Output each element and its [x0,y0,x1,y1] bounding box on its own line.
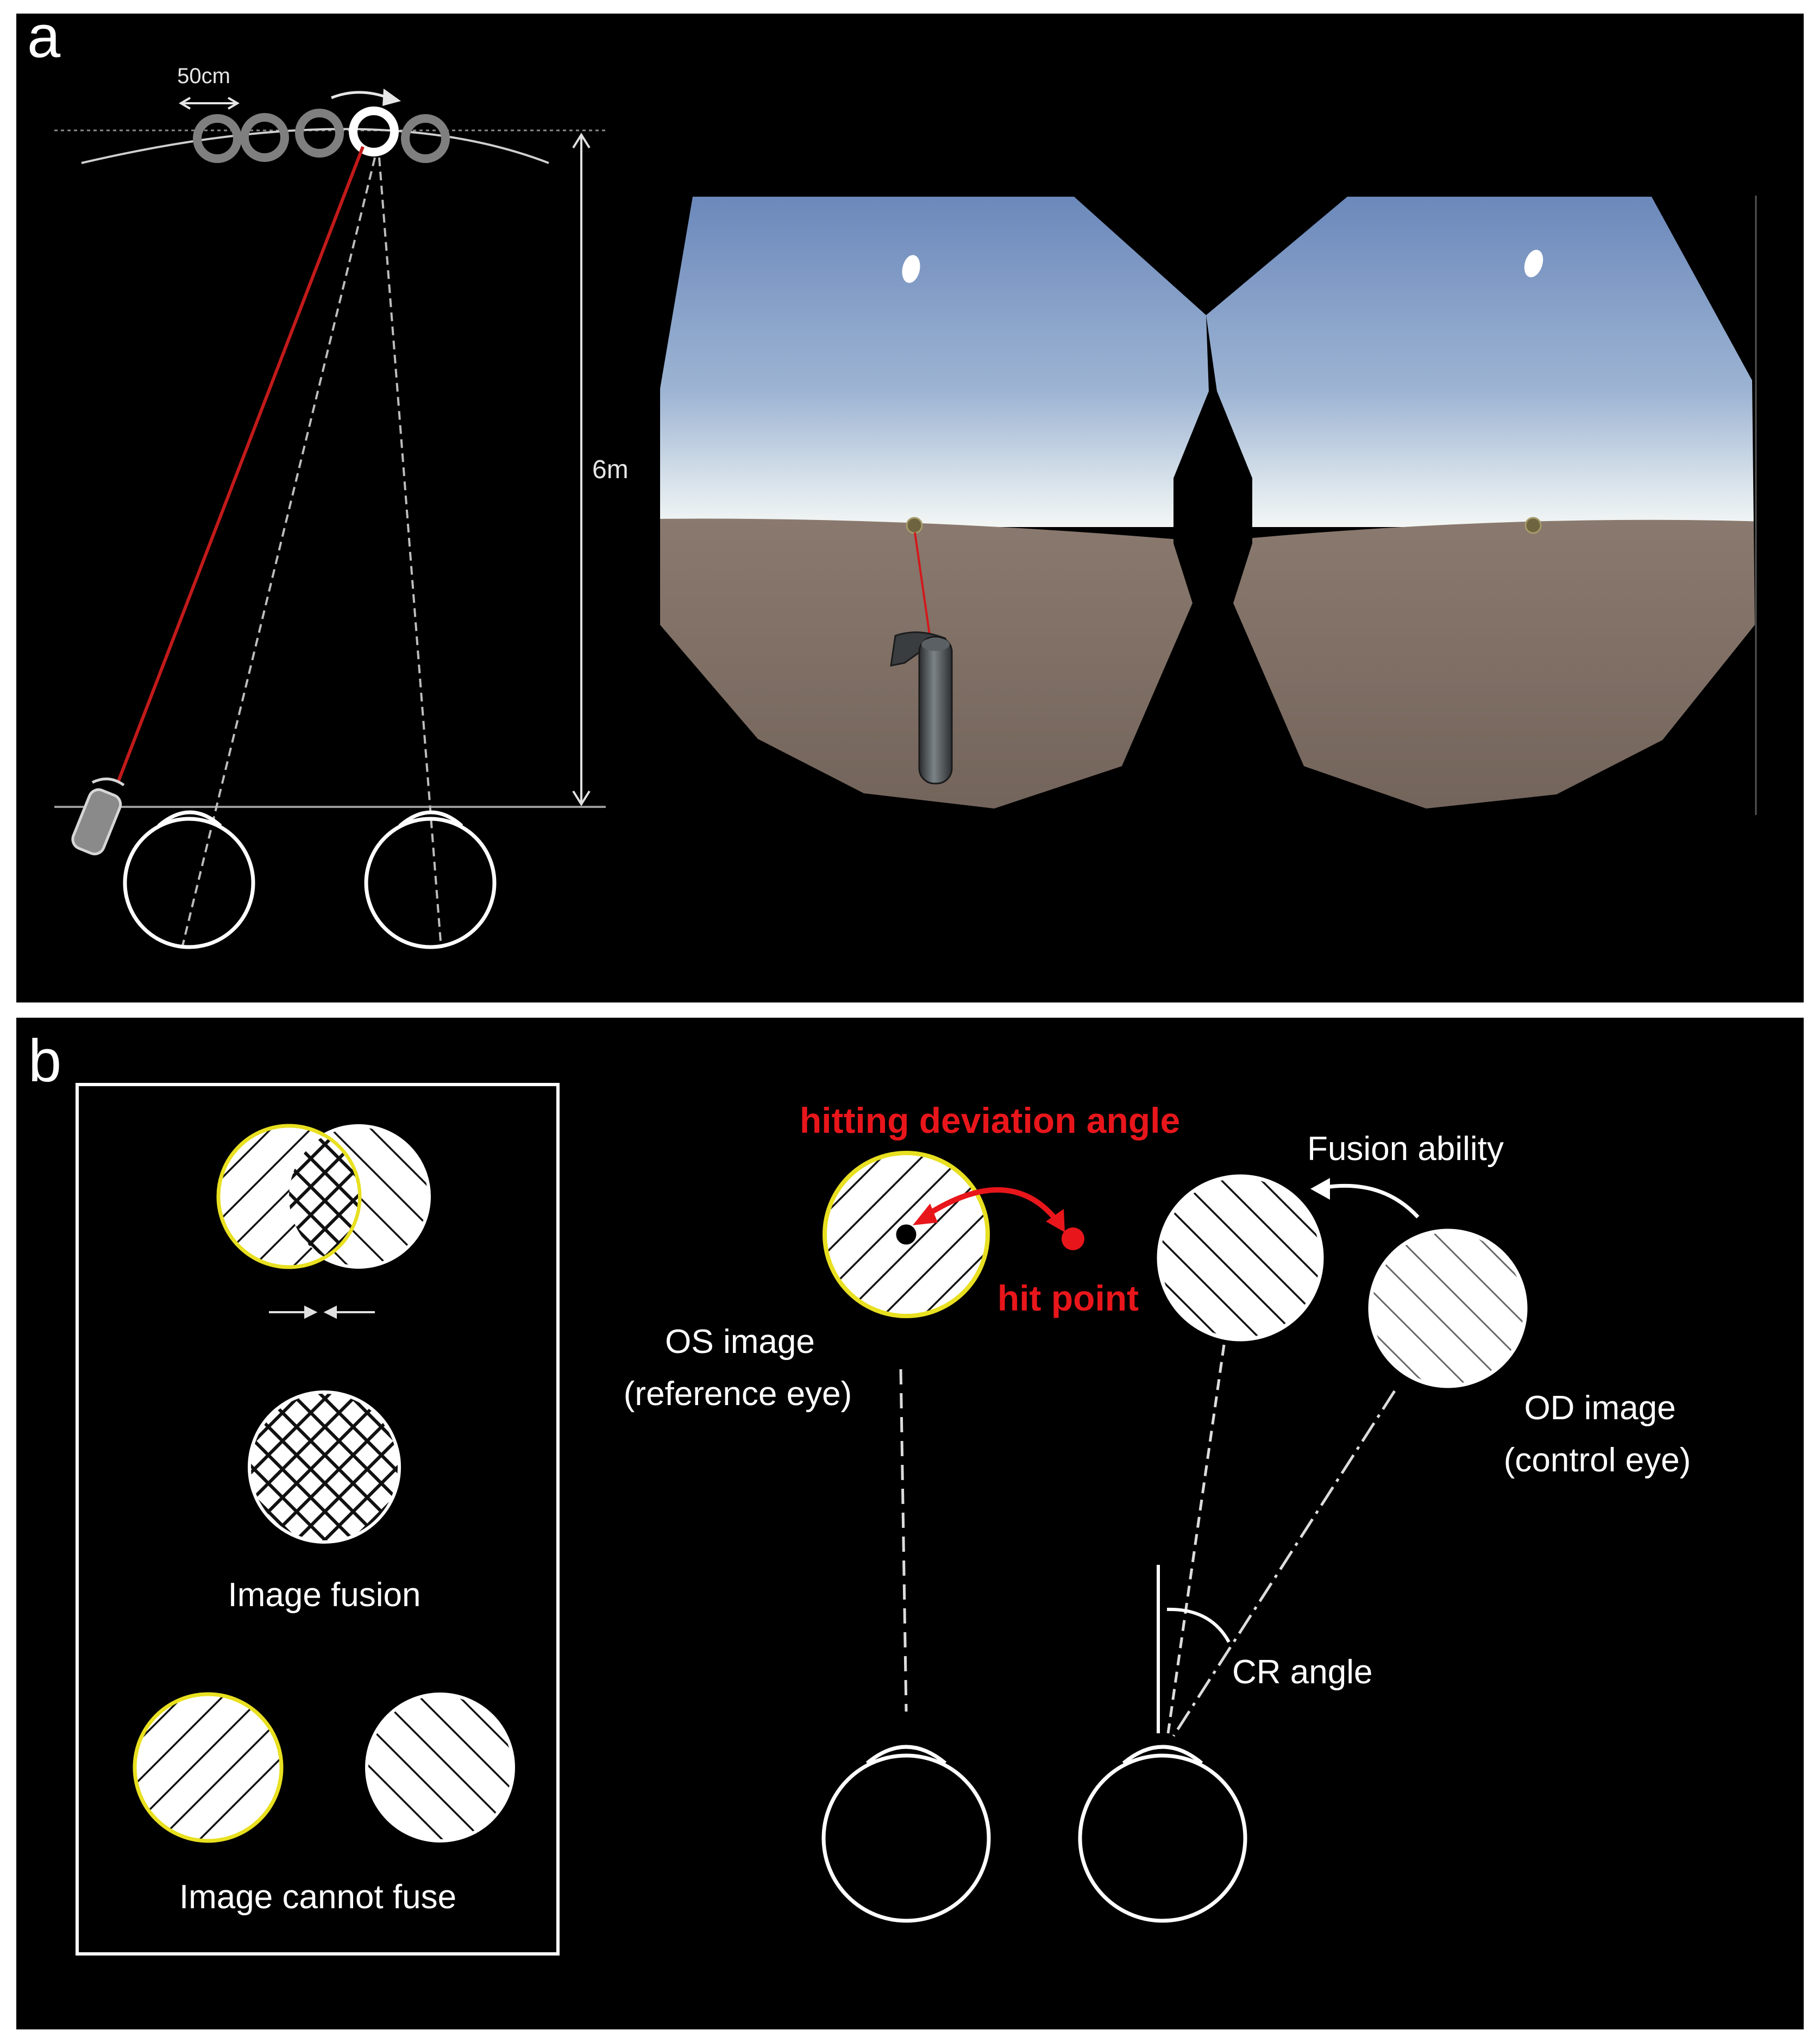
converge-arrows [269,1305,375,1319]
vr-left-light [902,255,920,283]
overlap-circles [216,1124,431,1269]
unfused-left-circle [133,1692,284,1843]
hit-point-dot [1062,1227,1084,1250]
legend-box [76,1083,560,1956]
deviation-arrow [913,1187,1065,1232]
unfused-right-circle [365,1693,515,1843]
controller-icon [71,778,125,856]
target-ring-active [349,106,399,156]
os-eye-icon [821,1745,991,1923]
vr-right-light [1524,249,1543,278]
target-ring [240,113,289,162]
image-fusion-label: Image fusion [228,1576,421,1614]
vr-laser [914,532,931,639]
fusion-ability-arrow [1310,1178,1420,1219]
left-eye-icon [123,810,255,949]
vr-right-target [1524,517,1542,534]
fused-sight-line [1166,1344,1226,1734]
od-image-sublabel: (control eye) [1504,1442,1691,1479]
od-image-label: OD image [1524,1389,1675,1427]
distance-arrow [572,133,591,806]
image-cannot-fuse-label: Image cannot fuse [179,1878,456,1916]
od-sight-line [1172,1390,1396,1737]
distance-label: 6m [592,455,629,484]
hit-point-label: hit point [997,1278,1139,1318]
left-eye-sight-line [181,157,376,949]
panel-b-letter: b [28,1027,61,1094]
cr-angle-label: CR angle [1232,1653,1372,1691]
target-rings [193,106,450,163]
target-ring [295,109,344,158]
rotation-arrow [331,89,401,106]
right-eye-sight-line [378,157,442,949]
target-arc [81,128,549,164]
os-image-label: OS image [665,1323,815,1361]
vr-right-view [1206,197,1755,809]
spacing-arrow [179,97,240,110]
vr-controller-icon [890,631,953,785]
panel-a-letter: a [27,3,61,70]
fused-image-circle [248,1390,401,1544]
laser-line [116,146,365,784]
vr-left-target [906,517,923,534]
target-ring [401,114,450,163]
os-image-sublabel: (reference eye) [624,1375,852,1413]
cr-angle-arc [1166,1607,1231,1643]
od-image-circle [1368,1229,1528,1388]
spacing-label: 50cm [177,64,230,88]
target-ring [193,114,242,163]
os-center-dot [894,1223,918,1246]
fused-target-circle [1157,1174,1324,1342]
od-eye-icon [1078,1745,1247,1923]
right-eye-icon [364,810,497,949]
deviation-angle-label: hitting deviation angle [800,1100,1180,1140]
fusion-ability-label: Fusion ability [1307,1130,1504,1168]
os-sight-line [899,1369,908,1712]
